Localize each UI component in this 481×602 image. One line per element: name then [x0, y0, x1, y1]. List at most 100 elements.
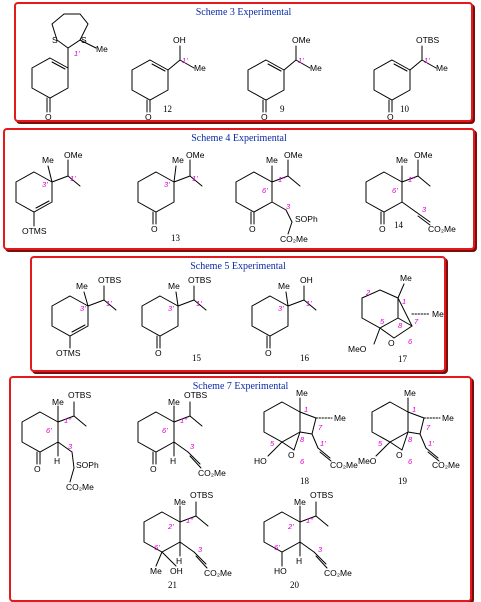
locant: 3'	[164, 180, 170, 189]
label-OTBS: OTBS	[98, 275, 121, 285]
label-H: H	[170, 456, 176, 466]
compound-10-label: 10	[400, 104, 409, 114]
locant: 2	[365, 288, 371, 297]
locant: 1	[412, 405, 416, 414]
locant: 1'	[306, 299, 312, 308]
label-SOPh: SOPh	[76, 460, 99, 470]
locant: 3	[318, 545, 323, 554]
label-OTMS: OTMS	[56, 348, 81, 358]
label-Me: Me	[174, 497, 186, 507]
label-Me: Me	[436, 63, 448, 73]
label-Me: Me	[42, 155, 54, 165]
locant: 8	[408, 435, 413, 444]
label-HO: HO	[274, 566, 287, 576]
locant: 3	[198, 545, 203, 554]
label-O: O	[45, 112, 52, 122]
label-CO2Me: CO₂Me	[204, 568, 232, 578]
locant: 3'	[42, 180, 48, 189]
label-OTBS: OTBS	[68, 390, 91, 400]
label-Me: Me	[400, 273, 412, 283]
compound-17-label: 17	[398, 354, 407, 364]
locant: 3	[422, 205, 427, 214]
locant: 3'	[80, 304, 86, 313]
label-OMe: OMe	[292, 35, 311, 45]
locant: 1''	[180, 416, 188, 425]
label-OH: OH	[300, 275, 313, 285]
locant: 1''	[278, 175, 286, 184]
label-Me: Me	[168, 397, 180, 407]
label-O: O	[396, 450, 403, 460]
label-O: O	[145, 112, 152, 122]
locant: 1'	[106, 299, 112, 308]
scheme-7-title: Scheme 7 Experimental	[192, 381, 289, 392]
scheme-5-title: Scheme 5 Experimental	[190, 261, 286, 272]
locant: 2'	[167, 522, 174, 531]
label-OTBS: OTBS	[184, 390, 207, 400]
locant: 6	[300, 457, 305, 466]
locant: 7	[318, 423, 323, 432]
locant: 6	[408, 337, 413, 346]
label-O: O	[379, 224, 386, 234]
compound-20-label: 20	[290, 580, 299, 590]
label-OTBS: OTBS	[188, 275, 211, 285]
label-OTBS: OTBS	[190, 490, 213, 500]
compound-12-label: 12	[163, 104, 172, 114]
label-Me: Me	[194, 63, 206, 73]
label-Me: Me	[278, 281, 290, 291]
locant: 1'	[192, 174, 198, 183]
scheme-4-title: Scheme 4 Experimental	[191, 133, 287, 144]
label-O: O	[150, 464, 157, 474]
label-HO: HO	[254, 456, 267, 466]
label-Me: Me	[396, 155, 408, 165]
label-Me: Me	[150, 566, 162, 576]
label-Me: Me	[334, 413, 346, 423]
scheme-5-panel: Scheme 5 Experimental	[30, 256, 446, 372]
locant: 1'	[424, 56, 430, 65]
label-OH: OH	[173, 35, 186, 45]
label-Me: Me	[172, 155, 184, 165]
locant: 5	[378, 439, 383, 448]
label-Me: Me	[96, 44, 108, 54]
label-O: O	[288, 450, 295, 460]
label-OTBS: OTBS	[310, 490, 333, 500]
locant: 1''	[64, 416, 72, 425]
compound-15-label: 15	[192, 353, 201, 363]
label-CO2Me: CO₂Me	[66, 482, 94, 492]
label-OMe: OMe	[186, 150, 205, 160]
locant: 7	[426, 423, 431, 432]
label-CO2Me: CO₂Me	[330, 460, 358, 470]
label-Me: Me	[296, 388, 308, 398]
label-OMe: OMe	[284, 150, 303, 160]
label-Me: Me	[432, 309, 444, 319]
label-CO2Me: CO₂Me	[280, 234, 308, 244]
label-CO2Me: CO₂Me	[324, 568, 352, 578]
label-OMe: OMe	[64, 150, 83, 160]
label-O: O	[265, 348, 272, 358]
label-H: H	[54, 456, 60, 466]
label-OH: OH	[170, 566, 183, 576]
locant: 3	[286, 202, 291, 211]
label-O: O	[151, 224, 158, 234]
label-CO2Me: CO₂Me	[428, 224, 456, 234]
locant: 6'	[46, 426, 52, 435]
label-CO2Me: CO₂Me	[198, 468, 226, 478]
label-O: O	[34, 464, 41, 474]
label-O: O	[261, 112, 268, 122]
label-Me: Me	[168, 281, 180, 291]
locant: 3	[190, 442, 195, 451]
compound-16-label: 16	[300, 353, 309, 363]
locant: 1''	[408, 175, 416, 184]
label-Me: Me	[404, 388, 416, 398]
label-MeO: MeO	[348, 344, 367, 354]
label-SOPh: SOPh	[295, 214, 318, 224]
